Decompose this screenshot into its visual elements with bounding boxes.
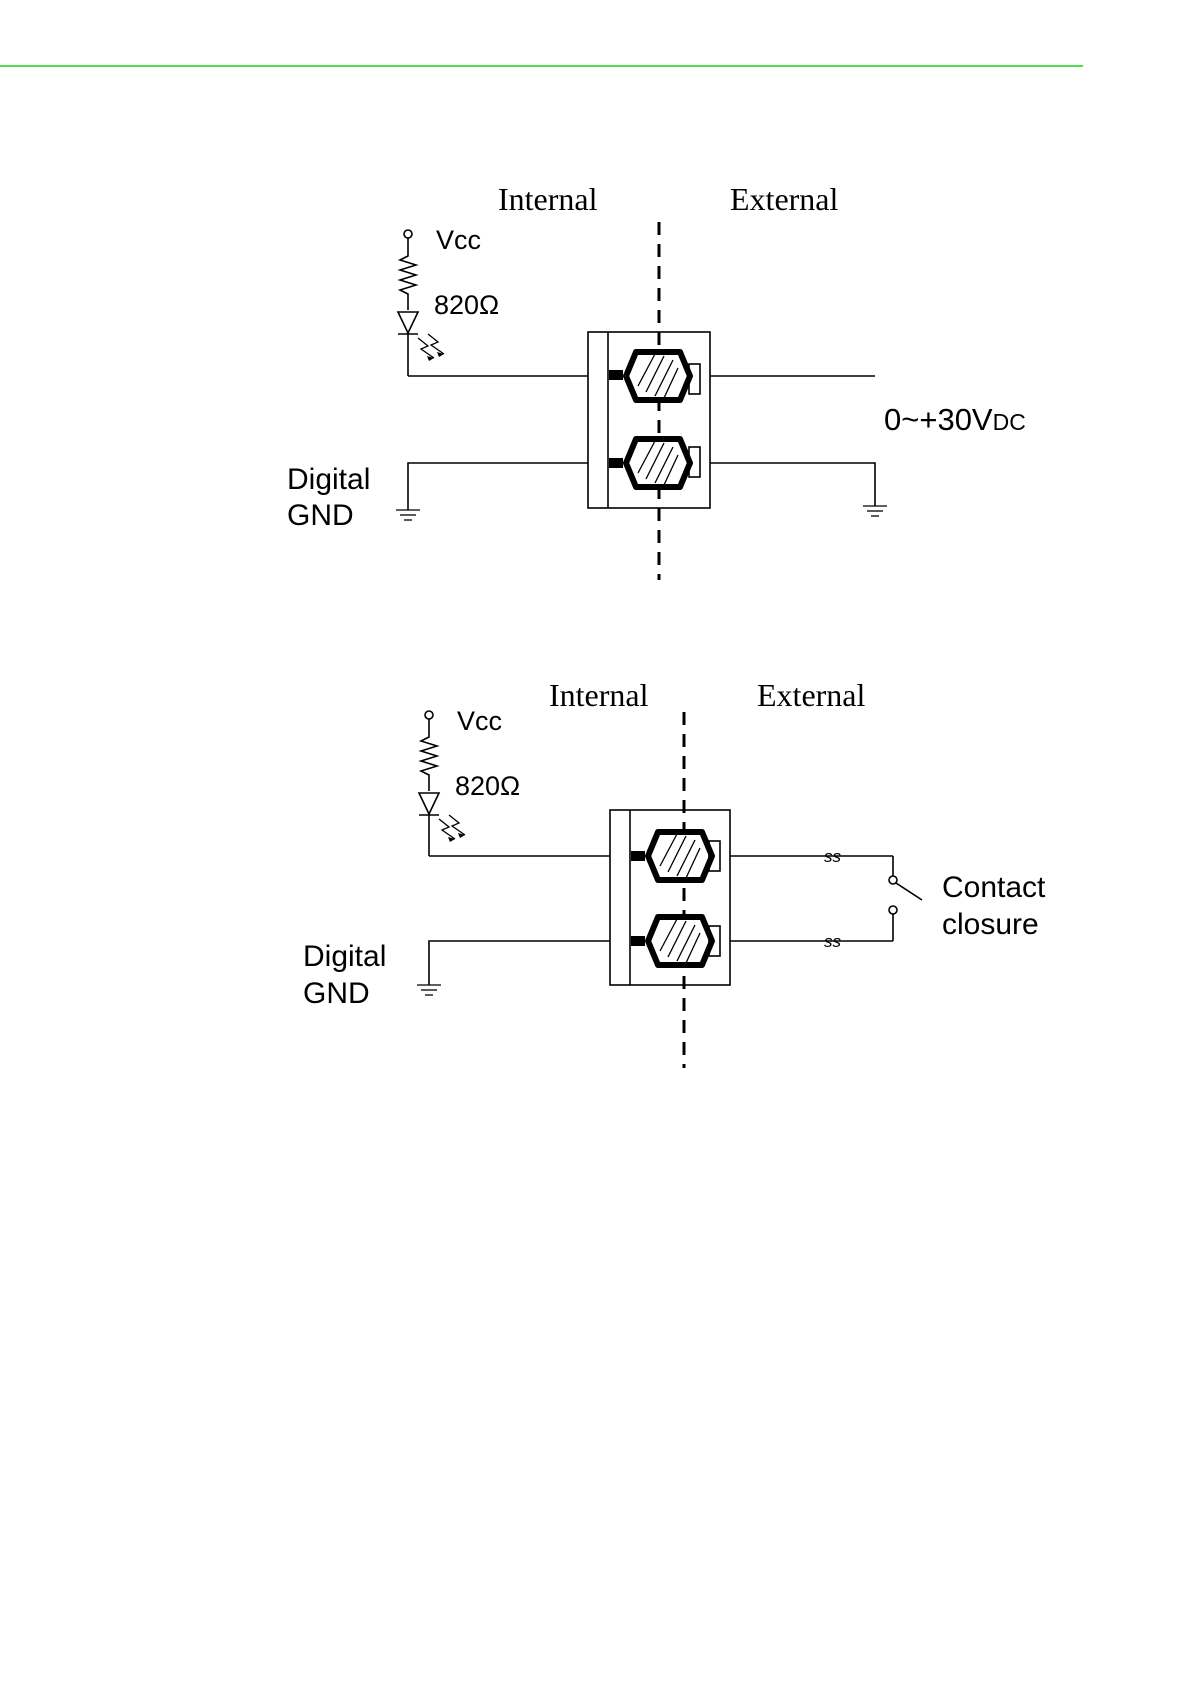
terminal-block [588,332,710,508]
ground-icon [396,510,420,520]
ground-wire-internal [408,463,588,510]
contact-label-line1: Contact [942,871,1046,904]
terminal-block [610,810,730,985]
resistor-symbol [400,238,416,310]
vcc-label: Vcc [457,706,502,736]
led-symbol [398,312,444,376]
ground-icon [417,985,441,995]
wire-break-mark: ss [824,932,842,951]
ground-label-line1: Digital [303,940,386,973]
resistor-symbol [421,719,437,791]
ground-wire-internal [429,941,610,985]
terminal-screw-icon [626,439,690,487]
ground-label-line2: GND [287,499,354,532]
vcc-label: Vcc [436,225,481,255]
terminal-screw-icon [648,832,712,880]
diagram-bottom: Internal External Vcc 820Ω Digital GND [303,677,1046,1068]
led-symbol [419,793,465,856]
ground-label-line1: Digital [287,463,370,496]
internal-label: Internal [498,181,598,217]
resistor-label: 820Ω [455,771,520,801]
ground-label-line2: GND [303,977,370,1010]
external-label: External [730,181,839,217]
external-label: External [757,677,866,713]
terminal-screw-icon [626,352,690,400]
vcc-node [425,711,433,719]
vcc-node [404,230,412,238]
contact-switch-icon [889,856,922,941]
voltage-label: 0~+30VDC [884,402,1026,437]
ground-icon [863,506,887,516]
contact-label-line2: closure [942,908,1039,941]
internal-label: Internal [549,677,649,713]
ground-wire-external [710,463,875,506]
diagram-top: Internal External Vcc 820Ω Digital GND [287,181,1026,580]
terminal-screw-icon [648,917,712,965]
resistor-label: 820Ω [434,290,499,320]
wire-break-mark: ss [824,847,842,866]
